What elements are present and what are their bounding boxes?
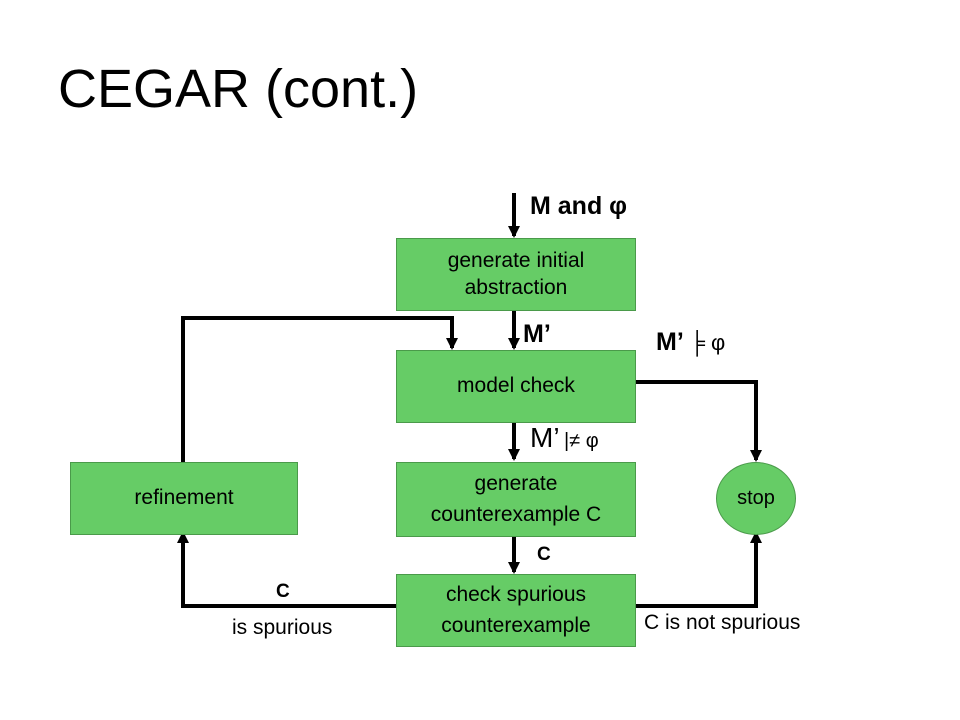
slide-title: CEGAR (cont.) — [58, 59, 419, 119]
label-is-spurious: is spurious — [232, 616, 333, 639]
node-check-spurious: check spurious counterexample — [396, 574, 636, 647]
node-generate-initial-abstraction: generate initial abstraction — [396, 238, 636, 311]
label-satisfies: M’ ╞ φ — [656, 330, 725, 355]
node-model-check: model check — [396, 350, 636, 423]
label-not-satisfies: M’ |≠ φ — [530, 424, 599, 452]
node-generate-counterexample-line2: counterexample C — [430, 502, 602, 526]
node-generate-counterexample-line1: generate — [474, 472, 558, 496]
node-check-spurious-line2: counterexample — [441, 613, 591, 637]
node-refinement-label: refinement — [134, 486, 234, 510]
node-generate-initial-line1: generate initial — [447, 249, 585, 273]
node-refinement: refinement — [70, 462, 298, 535]
node-stop: stop — [716, 462, 796, 535]
label-not-satisfies-symbol: |≠ φ — [564, 430, 599, 452]
node-model-check-label: model check — [457, 374, 575, 398]
arrow-check-to-stop — [636, 380, 762, 462]
arrow-spurious-to-stop — [636, 531, 762, 608]
arrow-refinement-to-check — [181, 316, 458, 463]
label-satisfies-symbol: ╞ φ — [689, 330, 726, 355]
label-input: M and φ — [530, 192, 628, 220]
label-c: C — [537, 544, 551, 565]
node-stop-label: stop — [737, 487, 775, 509]
label-satisfies-prefix: M’ — [656, 328, 683, 356]
node-generate-initial-line2: abstraction — [464, 275, 568, 299]
label-spurious-c: C — [276, 581, 290, 602]
label-m-prime: M’ — [523, 320, 551, 348]
arrow-spurious-to-refinement — [177, 531, 396, 608]
node-check-spurious-line1: check spurious — [445, 583, 587, 607]
node-generate-counterexample: generate counterexample C — [396, 462, 636, 537]
label-not-spurious: C is not spurious — [644, 611, 801, 634]
label-not-satisfies-prefix: M’ — [530, 422, 560, 453]
